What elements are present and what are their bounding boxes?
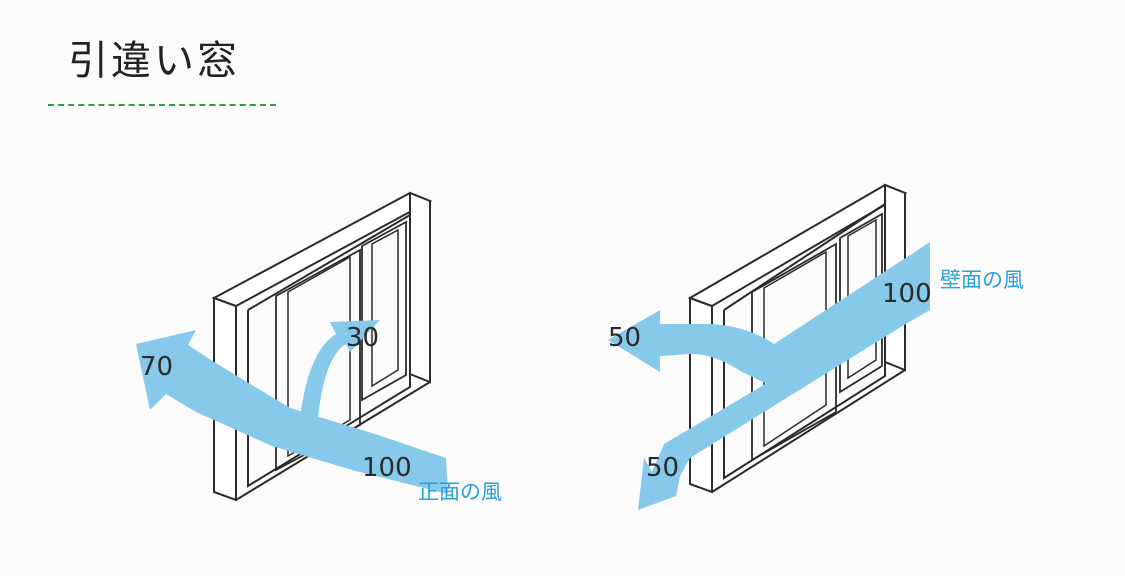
page-title: 引違い窓 [68,38,240,84]
caption-wall-wind: 壁面の風 [940,268,1024,292]
wind-arrow-branch-right [300,320,380,420]
label-70: 70 [140,352,173,382]
front-wind-arrows [136,320,448,494]
label-100-front: 100 [362,453,412,483]
title-underline [48,104,276,106]
label-50-upper: 50 [608,323,641,353]
wind-arrow-upper-out [608,242,930,390]
wind-arrow-incoming-left [136,330,448,494]
caption-front-wind: 正面の風 [418,480,502,504]
wall-wind-arrows [608,242,930,510]
label-100-wall: 100 [882,279,932,309]
label-50-lower: 50 [646,453,679,483]
label-30: 30 [346,323,379,353]
